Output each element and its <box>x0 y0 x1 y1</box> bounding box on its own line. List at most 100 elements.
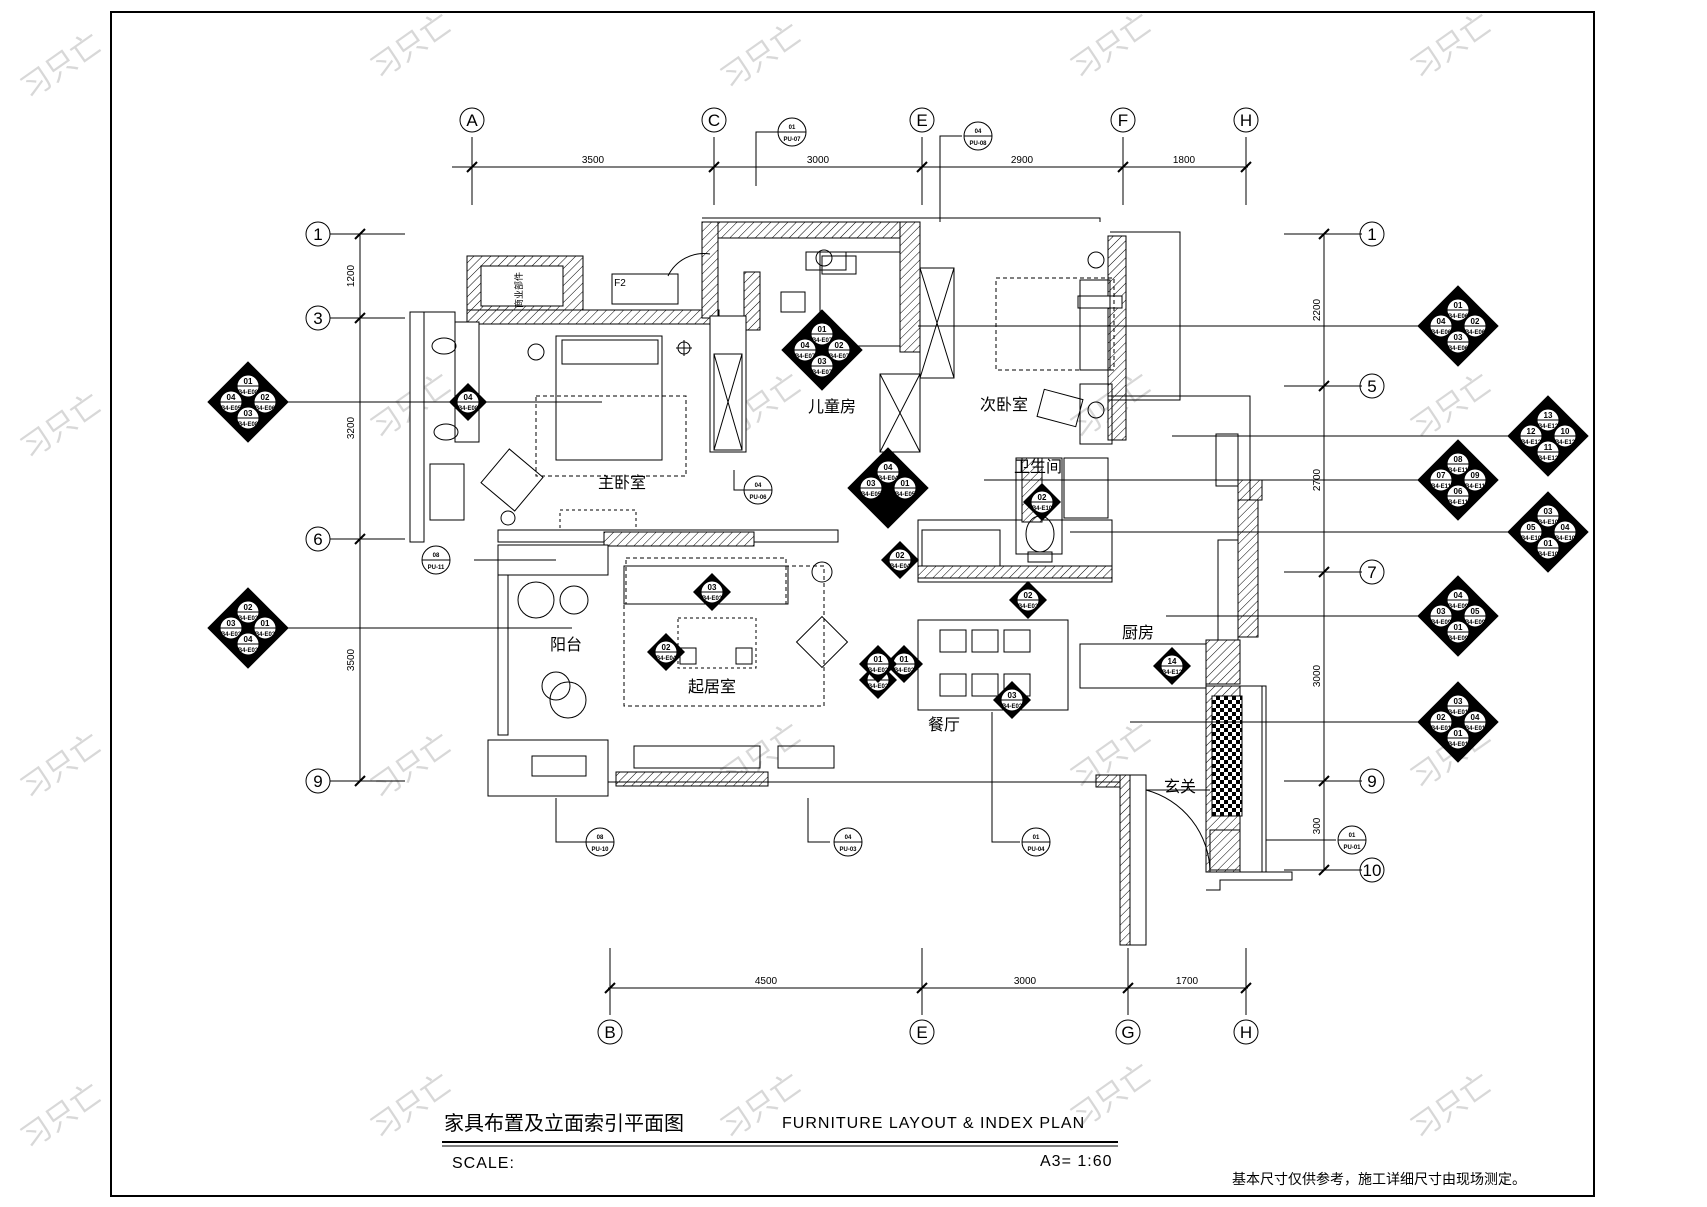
svg-text:F: F <box>1118 111 1128 130</box>
elevation-code: B4-E09 <box>1465 620 1486 626</box>
elevation-number: 10 <box>1561 427 1570 436</box>
section-tag-number: 01 <box>1033 835 1040 841</box>
elevation-number: 02 <box>244 603 253 612</box>
elevation-code: B4-E12 <box>1162 670 1183 676</box>
fridge-label: F2 <box>614 278 626 289</box>
elevation-number: 01 <box>1454 623 1463 632</box>
elevation-code: B4-E12 <box>1521 440 1542 446</box>
elevation-code: B4-E06 <box>1448 314 1469 320</box>
sheet-border <box>110 11 1595 1197</box>
dim-right-3: 3000 <box>1312 664 1323 687</box>
walls <box>409 217 1293 946</box>
grid-bubble-right-5: 5 <box>1359 373 1385 399</box>
grid-bubble-right-10: 10 <box>1359 857 1385 883</box>
elevation-number: 04 <box>227 393 236 402</box>
elevation-number: 03 <box>1454 333 1463 342</box>
elevation-code: B4-E02 <box>868 668 889 674</box>
elevation-number: 04 <box>464 393 473 402</box>
section-tag-number: 01 <box>1349 833 1356 839</box>
scale-label: SCALE: <box>452 1155 515 1172</box>
section-tag-code: PU-08 <box>969 141 987 147</box>
section-tag-code: PU-01 <box>1343 845 1361 851</box>
elevation-code: B4-E10 <box>1538 552 1559 558</box>
dim-bottom-1: 4500 <box>755 976 778 987</box>
elevation-number: 01 <box>261 619 270 628</box>
section-tag-number: 08 <box>597 835 604 841</box>
elevation-number: 02 <box>1024 591 1033 600</box>
section-tag-code: PU-04 <box>1027 847 1045 853</box>
elevation-code: B4-E08 <box>238 422 259 428</box>
title-chinese: 家具布置及立面索引平面图 <box>444 1111 684 1135</box>
svg-text:6: 6 <box>313 530 322 549</box>
grid-bubble-right-7: 7 <box>1359 559 1385 585</box>
grid-bubble-bottom-h: H <box>1233 1019 1259 1045</box>
elevation-number: 03 <box>708 583 717 592</box>
elevation-number: 04 <box>244 635 253 644</box>
elevation-number: 05 <box>1471 607 1480 616</box>
elevation-number: 02 <box>1437 713 1446 722</box>
room-label-entrance: 玄关 <box>1164 777 1196 796</box>
elevation-code: B4-E03 <box>221 632 242 638</box>
svg-text:C: C <box>708 111 720 130</box>
grid-bubble-bottom-e: E <box>909 1019 935 1045</box>
title-english: FURNITURE LAYOUT & INDEX PLAN <box>782 1115 1085 1132</box>
elevation-number: 02 <box>835 341 844 350</box>
svg-text:G: G <box>1121 1023 1134 1042</box>
svg-text:H: H <box>1240 1023 1252 1042</box>
dim-right-4: 300 <box>1312 817 1323 834</box>
elevation-number: 13 <box>1544 411 1553 420</box>
grid-bubble-right-1: 1 <box>1359 221 1385 247</box>
elevation-code: B4-E10 <box>1538 520 1559 526</box>
elevation-number: 09 <box>1471 471 1480 480</box>
elevation-number: 01 <box>1454 301 1463 310</box>
elevation-number: 01 <box>1544 539 1553 548</box>
elevation-code: B4-E02 <box>868 684 889 690</box>
elevation-number: 07 <box>1437 471 1446 480</box>
dimension-lines <box>330 137 1362 1015</box>
elevation-number: 01 <box>874 655 883 664</box>
watermark-text: 习只亡 <box>15 726 109 806</box>
section-tag-number: 08 <box>433 553 440 559</box>
elevation-code: B4-E01 <box>1448 742 1469 748</box>
dim-left-2: 3200 <box>346 416 357 439</box>
grid-bubble-right-9: 9 <box>1359 768 1385 794</box>
section-tag-number: 04 <box>755 483 762 489</box>
room-label-kitchen: 厨房 <box>1122 623 1154 642</box>
elevation-code: B4-E08 <box>238 390 259 396</box>
room-labels: 主卧室 儿童房 次卧室 卫生间 阳台 起居室 厨房 餐厅 玄关 F2 商业部件 <box>513 272 1196 796</box>
grid-bubble-top-f: F <box>1110 107 1136 133</box>
elevation-number: 02 <box>261 393 270 402</box>
elevation-code: B4-E12 <box>1538 456 1559 462</box>
elevation-number: 05 <box>1527 523 1536 532</box>
dim-left-1: 1200 <box>346 264 357 287</box>
section-tag-code: PU-03 <box>839 847 857 853</box>
watermark-text: 习只亡 <box>1405 1066 1499 1146</box>
elevation-number: 11 <box>1544 443 1553 452</box>
grid-bubble-left-9: 9 <box>305 768 331 794</box>
svg-text:9: 9 <box>1367 772 1376 791</box>
elevation-code: B4-E11 <box>1448 468 1469 474</box>
elevation-code: B4-E04 <box>878 476 899 482</box>
svg-text:9: 9 <box>313 772 322 791</box>
elevation-code: B4-E02 <box>1002 704 1023 710</box>
elevation-code: B4-E11 <box>1448 500 1469 506</box>
construction-note: 基本尺寸仅供参考，施工详细尺寸由现场测定。 <box>1232 1171 1526 1188</box>
watermark-text: 习只亡 <box>715 16 809 96</box>
svg-text:A: A <box>466 111 478 130</box>
elevation-number: 01 <box>818 325 827 334</box>
room-label-second-bedroom: 次卧室 <box>980 395 1028 414</box>
elevation-code: B4-E03 <box>238 616 259 622</box>
